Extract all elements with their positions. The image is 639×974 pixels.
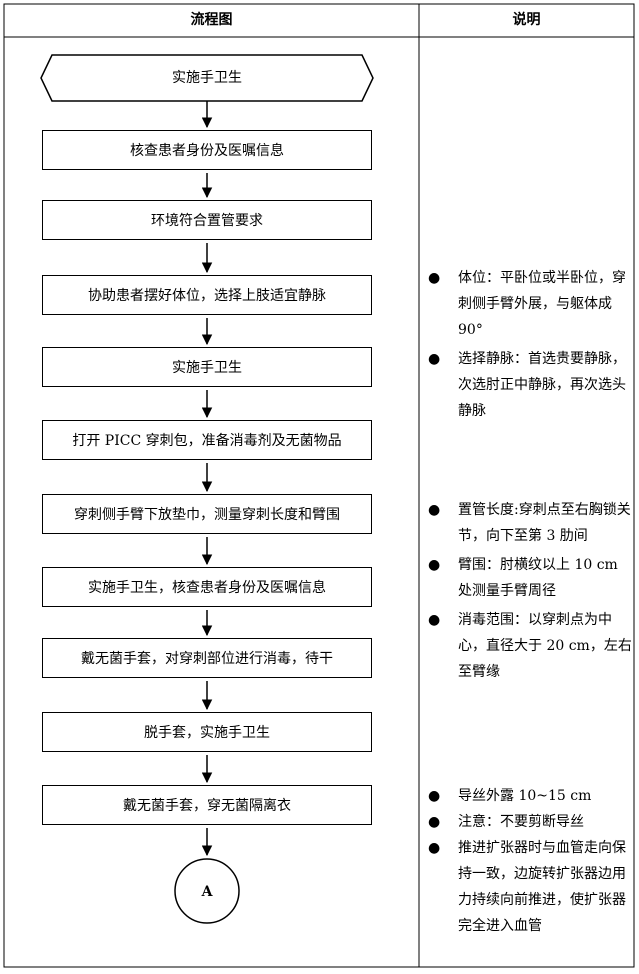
- note-text: 推进扩张器时与血管走向保持一致，边旋转扩张器边用力持续向前推进，使扩张器完全进入…: [458, 840, 626, 934]
- step-3: 环境符合置管要求: [42, 200, 372, 240]
- note-text: 选择静脉：首选贵要静脉，次选肘正中静脉，再次选头静脉: [458, 351, 626, 419]
- note-vein: ● 选择静脉：首选贵要静脉，次选肘正中静脉，再次选头静脉: [428, 346, 632, 424]
- step-11: 戴无菌手套，穿无菌隔离衣: [42, 785, 372, 825]
- bullet-icon: ●: [428, 814, 441, 830]
- connector-circle: [174, 858, 240, 924]
- note-text: 导丝外露 10~15 cm: [458, 788, 592, 804]
- header-notes: 说明: [512, 12, 541, 28]
- note-text: 消毒范围：以穿刺点为中心，直径大于 20 cm，左右至臂缘: [458, 612, 632, 680]
- note-text: 置管长度:穿刺点至右胸锁关节，向下至第 3 肋间: [458, 502, 631, 544]
- header-flowchart: 流程图: [190, 12, 233, 28]
- table-borders: [3, 3, 635, 968]
- step-6: 打开 PICC 穿刺包，准备消毒剂及无菌物品: [42, 420, 372, 460]
- step-5: 实施手卫生: [42, 347, 372, 387]
- step-10: 脱手套，实施手卫生: [42, 712, 372, 752]
- note-length: ● 置管长度:穿刺点至右胸锁关节，向下至第 3 肋间: [428, 497, 632, 549]
- note-text: 体位：平卧位或半卧位，穿刺侧手臂外展，与躯体成 90°: [458, 270, 626, 338]
- step-4: 协助患者摆好体位，选择上肢适宜静脉: [42, 275, 372, 315]
- bullet-icon: ●: [428, 840, 441, 856]
- bullet-icon: ●: [428, 612, 441, 628]
- note-disinfection: ● 消毒范围：以穿刺点为中心，直径大于 20 cm，左右至臂缘: [428, 607, 632, 685]
- bullet-icon: ●: [428, 557, 441, 573]
- bullet-icon: ●: [428, 351, 441, 367]
- note-text: 臂围：肘横纹以上 10 cm 处测量手臂周径: [458, 557, 618, 599]
- note-guidewire: ● 导丝外露 10~15 cm: [428, 783, 632, 809]
- note-dilator: ● 推进扩张器时与血管走向保持一致，边旋转扩张器边用力持续向前推进，使扩张器完全…: [428, 835, 632, 939]
- start-hexagon: [40, 54, 374, 102]
- bullet-icon: ●: [428, 502, 441, 518]
- note-posture: ● 体位：平卧位或半卧位，穿刺侧手臂外展，与躯体成 90°: [428, 265, 632, 343]
- note-text: 注意：不要剪断导丝: [458, 814, 584, 830]
- bullet-icon: ●: [428, 270, 441, 286]
- note-caution: ● 注意：不要剪断导丝: [428, 809, 632, 835]
- bullet-icon: ●: [428, 788, 441, 804]
- connector-label: A: [201, 884, 213, 900]
- note-arm: ● 臂围：肘横纹以上 10 cm 处测量手臂周径: [428, 552, 632, 604]
- step-9: 戴无菌手套，对穿刺部位进行消毒，待干: [42, 638, 372, 678]
- step-8: 实施手卫生，核查患者身份及医嘱信息: [42, 567, 372, 607]
- step-7: 穿刺侧手臂下放垫巾，测量穿刺长度和臂围: [42, 494, 372, 534]
- step-1: 实施手卫生: [172, 70, 242, 86]
- step-2: 核查患者身份及医嘱信息: [42, 130, 372, 170]
